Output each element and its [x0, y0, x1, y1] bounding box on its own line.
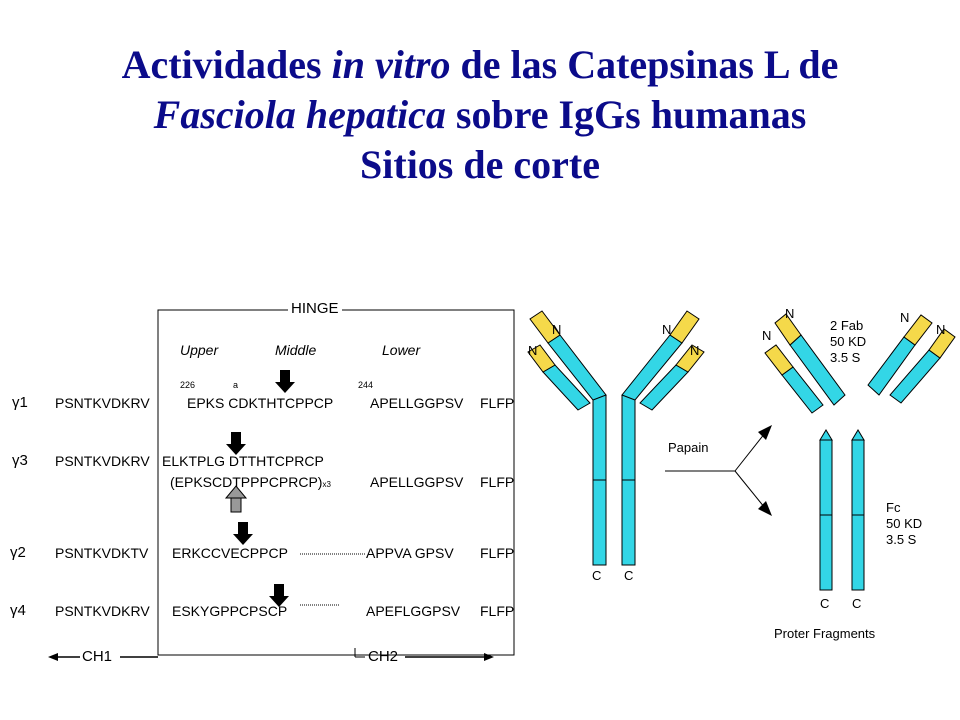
n-terminus-label: N: [936, 322, 946, 337]
slide-title: Actividades in vitro de las Catepsinas L…: [0, 40, 960, 190]
papain-arrows: [665, 425, 772, 516]
title-line-1: Actividades in vitro de las Catepsinas L…: [121, 42, 839, 87]
cleavage-arrow-gamma3: [226, 432, 246, 455]
hinge-repeat-sequence: (EPKSCDTPPPCPRCP)x3: [170, 474, 331, 490]
cleavage-arrow-gamma4: [269, 584, 289, 607]
fc-fragment: [819, 429, 865, 591]
n-terminus-label: N: [785, 306, 795, 321]
ch1-sequence: PSNTKVDKRV: [55, 395, 150, 411]
subclass-label: γ1: [12, 394, 28, 411]
hinge-sequence: ERKCCVECPPCP: [172, 545, 288, 561]
lower-label: Lower: [382, 342, 421, 358]
n-terminus-label: N: [552, 322, 562, 337]
cleavage-arrow-gamma1: [275, 370, 295, 393]
ch2-sequence: FLFP: [480, 545, 515, 561]
ch1-sequence: PSNTKVDKRV: [55, 603, 150, 619]
hinge-sequence: EPKS CDKTHTCPPCP: [187, 395, 334, 411]
ch1-sequence: PSNTKVDKTV: [55, 545, 149, 561]
residue-226: 226: [180, 380, 196, 390]
n-terminus-label: N: [690, 343, 700, 358]
c-terminus-label: C: [592, 568, 602, 583]
title-line-3: Sitios de corte: [360, 142, 600, 187]
papain-label: Papain: [668, 440, 709, 455]
cleavage-arrow-gamma2: [233, 522, 253, 545]
residue-244: 244: [358, 380, 374, 390]
upper-label: Upper: [180, 342, 219, 358]
c-terminus-label: C: [624, 568, 634, 583]
lower-hinge-sequence: APELLGGPSV: [370, 395, 464, 411]
ch1-label: CH1: [82, 648, 113, 665]
c-terminus-label: C: [820, 596, 830, 611]
residue-a: a: [233, 380, 239, 390]
n-terminus-label: N: [662, 322, 672, 337]
middle-label: Middle: [275, 342, 317, 358]
subclass-label: γ3: [12, 452, 28, 469]
ch2-sequence: FLFP: [480, 603, 515, 619]
n-terminus-label: N: [900, 310, 910, 325]
hinge-sequence: ELKTPLG DTTHTCPRCP: [162, 453, 324, 469]
subclass-label: γ2: [10, 544, 26, 561]
c-terminus-label: C: [852, 596, 862, 611]
cleavage-arrow-gamma3-up: [224, 485, 248, 513]
ch2-sequence: FLFP: [480, 395, 515, 411]
fab-fragments: [764, 313, 956, 414]
n-terminus-label: N: [528, 343, 538, 358]
lower-hinge-sequence: APEFLGGPSV: [366, 603, 461, 619]
intact-antibody: [527, 310, 705, 566]
fc-info: Fc 50 KD 3.5 S: [886, 500, 923, 547]
fragments-caption: Proter Fragments: [774, 626, 876, 641]
subclass-label: γ4: [10, 602, 26, 619]
title-line-2: Fasciola hepatica sobre IgGs humanas: [153, 92, 807, 137]
lower-hinge-sequence: APPVA GPSV: [366, 545, 454, 561]
hinge-title: HINGE: [288, 300, 342, 317]
ch1-sequence: PSNTKVDKRV: [55, 453, 150, 469]
ch2-label: CH2: [368, 648, 399, 665]
hinge-sequence: ESKYGPPCPSCP: [172, 603, 288, 619]
fab-info: 2 Fab 50 KD 3.5 S: [830, 318, 867, 365]
n-terminus-label: N: [762, 328, 772, 343]
ch2-sequence: FLFP: [480, 474, 515, 490]
lower-hinge-sequence: APELLGGPSV: [370, 474, 464, 490]
